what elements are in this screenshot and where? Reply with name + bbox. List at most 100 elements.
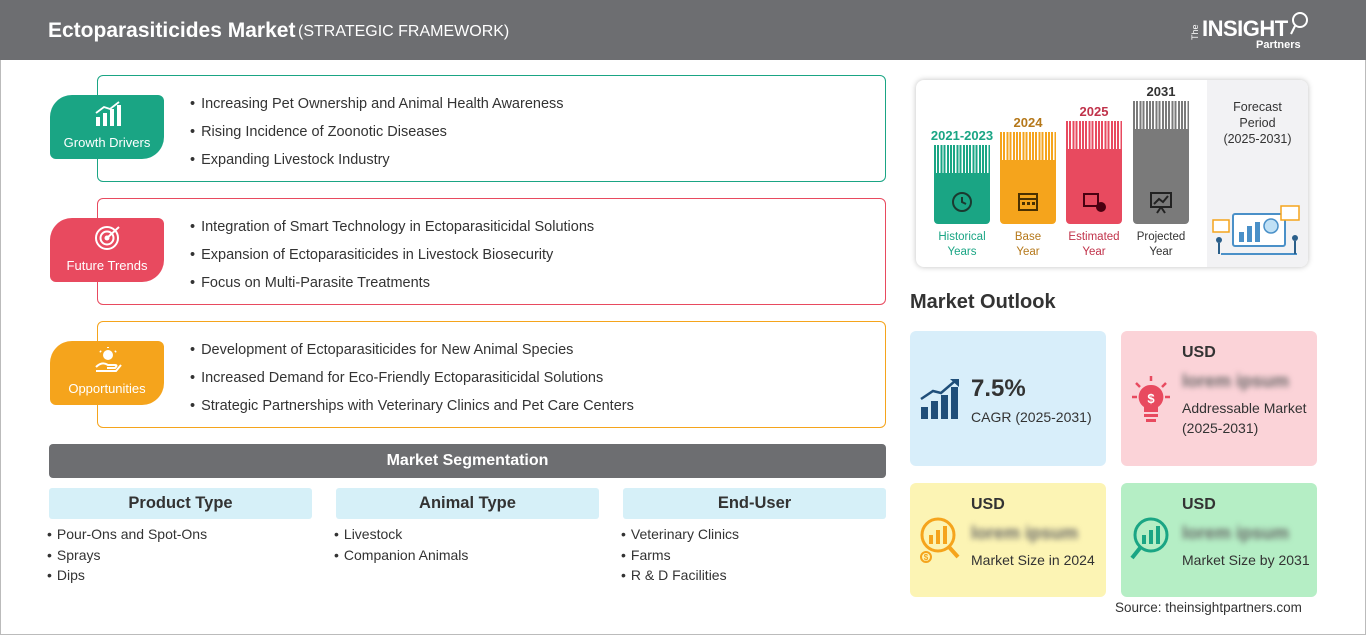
framework-item: Strategic Partnerships with Veterinary C… bbox=[190, 392, 634, 420]
framework-item: Rising Incidence of Zoonotic Diseases bbox=[190, 118, 564, 146]
size2031-usd: USD bbox=[1182, 496, 1216, 513]
segment-item: Dips bbox=[47, 565, 207, 586]
timeline-label-line2: Year bbox=[1149, 246, 1173, 258]
page-title: Ectoparasiticides Market bbox=[48, 19, 296, 42]
segment-item: Livestock bbox=[334, 524, 468, 545]
market-size-2024-card: USD lorem ipsum Market Size in 2024 $ bbox=[910, 483, 1106, 597]
forecast-label: Forecast bbox=[1233, 100, 1282, 114]
magnifier-chart-icon: $ bbox=[920, 517, 960, 563]
segment-header-product-type: Product Type bbox=[49, 488, 312, 519]
timeline-year: 2021-2023 bbox=[930, 128, 994, 143]
framework-box-opportunities: Development of Ectoparasiticides for New… bbox=[97, 321, 886, 428]
timeline-bar bbox=[1066, 121, 1122, 224]
addressable-usd: USD bbox=[1182, 344, 1216, 361]
size2024-usd: USD bbox=[971, 496, 1005, 513]
svg-text:$: $ bbox=[1147, 391, 1155, 406]
segmentation-title: Market Segmentation bbox=[49, 444, 886, 478]
presentation-icon bbox=[1150, 192, 1172, 214]
framework-list: Increasing Pet Ownership and Animal Heal… bbox=[190, 90, 564, 174]
segment-item: R & D Facilities bbox=[621, 565, 739, 586]
badge-label: Growth Drivers bbox=[63, 135, 151, 150]
framework-item: Expanding Livestock Industry bbox=[190, 146, 564, 174]
market-size-2031-card: USD lorem ipsum Market Size by 2031 bbox=[1121, 483, 1317, 597]
cagr-label: CAGR (2025-2031) bbox=[971, 409, 1092, 425]
segment-item: Farms bbox=[621, 545, 739, 566]
framework-list: Development of Ectoparasiticides for New… bbox=[190, 336, 634, 420]
segment-list: Pour-Ons and Spot-OnsSpraysDips bbox=[47, 524, 207, 586]
segment-list: LivestockCompanion Animals bbox=[334, 524, 469, 566]
source-note: Source: theinsightpartners.com bbox=[1115, 600, 1302, 615]
framework-item: Increased Demand for Eco-Friendly Ectopa… bbox=[190, 364, 634, 392]
badge-label: Opportunities bbox=[68, 381, 146, 396]
segment-item: Pour-Ons and Spot-Ons bbox=[47, 524, 207, 545]
size2024-value: lorem ipsum bbox=[971, 523, 1079, 543]
magnifier-growth-icon bbox=[1130, 517, 1169, 560]
size2024-label: Market Size in 2024 bbox=[971, 552, 1095, 568]
framework-item: Integration of Smart Technology in Ectop… bbox=[190, 213, 594, 241]
idea-hand-icon bbox=[95, 347, 122, 372]
addressable-label: Addressable Market (2025-2031) bbox=[1182, 400, 1307, 436]
timeline-bar bbox=[1000, 132, 1056, 224]
badge-label: Future Trends bbox=[66, 258, 148, 273]
badge-growth-drivers: Growth Drivers bbox=[50, 95, 164, 159]
target-icon bbox=[95, 226, 120, 250]
segment-item: Veterinary Clinics bbox=[621, 524, 739, 545]
page-subtitle: (STRATEGIC FRAMEWORK) bbox=[298, 23, 510, 40]
market-outlook-title: Market Outlook bbox=[910, 291, 1056, 313]
timeline-label-line2: Years bbox=[947, 246, 977, 258]
framework-box-future-trends: Integration of Smart Technology in Ectop… bbox=[97, 198, 886, 305]
timeline-label-line2: Year bbox=[1082, 246, 1106, 258]
size2031-label: Market Size by 2031 bbox=[1182, 552, 1310, 568]
segment-list: Veterinary ClinicsFarmsR & D Facilities bbox=[621, 524, 739, 586]
framework-box-growth-drivers: Increasing Pet Ownership and Animal Heal… bbox=[97, 75, 886, 182]
addressable-market-card: USD lorem ipsum Addressable Market (2025… bbox=[1121, 331, 1317, 466]
timeline-bar-stripes bbox=[1000, 132, 1056, 160]
cagr-card: 7.5% CAGR (2025-2031) bbox=[910, 331, 1106, 466]
framework-item: Expansion of Ectoparasiticides in Livest… bbox=[190, 241, 594, 269]
forecast-period-panel: Forecast Period (2025-2031) bbox=[1207, 80, 1308, 267]
timeline-bar bbox=[1133, 101, 1189, 224]
segment-item: Sprays bbox=[47, 545, 207, 566]
lightbulb-dollar-icon: $ bbox=[1132, 376, 1170, 422]
segment-item: Companion Animals bbox=[334, 545, 469, 566]
timeline-bar bbox=[934, 145, 990, 224]
timeline-bar-stripes bbox=[934, 145, 990, 173]
timeline-year: 2031 bbox=[1146, 84, 1176, 99]
addressable-value: lorem ipsum bbox=[1182, 371, 1290, 391]
timeline-year: 2024 bbox=[1013, 115, 1043, 130]
estimate-icon bbox=[1083, 193, 1106, 212]
framework-item: Development of Ectoparasiticides for New… bbox=[190, 336, 634, 364]
logo-magnifier-icon bbox=[1290, 12, 1308, 35]
timeline-label-line2: Year bbox=[1016, 246, 1040, 258]
timeline-label-line1: Historical bbox=[938, 231, 986, 243]
calendar-icon bbox=[1018, 193, 1038, 211]
size2031-value: lorem ipsum bbox=[1182, 523, 1290, 543]
badge-future-trends: Future Trends bbox=[50, 218, 164, 282]
segment-header-end-user: End-User bbox=[623, 488, 886, 519]
growth-bars-icon bbox=[95, 101, 121, 126]
framework-item: Increasing Pet Ownership and Animal Heal… bbox=[190, 90, 563, 118]
cagr-value: 7.5% bbox=[971, 375, 1026, 402]
svg-text:$: $ bbox=[924, 553, 929, 562]
framework-item: Focus on Multi-Parasite Treatments bbox=[190, 269, 594, 297]
timeline-label-line1: Projected bbox=[1136, 231, 1186, 243]
segment-header-animal-type: Animal Type bbox=[336, 488, 599, 519]
header-bar: Ectoparasiticides Market (STRATEGIC FRAM… bbox=[0, 0, 1366, 60]
timeline-year: 2025 bbox=[1079, 104, 1109, 119]
analytics-illustration-icon bbox=[1212, 205, 1300, 255]
badge-opportunities: Opportunities bbox=[50, 341, 164, 405]
framework-list: Integration of Smart Technology in Ectop… bbox=[190, 213, 594, 297]
timeline-bar-stripes bbox=[1066, 121, 1122, 149]
forecast-period-label: Period bbox=[1239, 116, 1276, 130]
forecast-range: (2025-2031) bbox=[1223, 132, 1292, 146]
insight-partners-logo: The INSIGHT Partners bbox=[1190, 10, 1320, 54]
timeline-bar-stripes bbox=[1133, 101, 1189, 129]
